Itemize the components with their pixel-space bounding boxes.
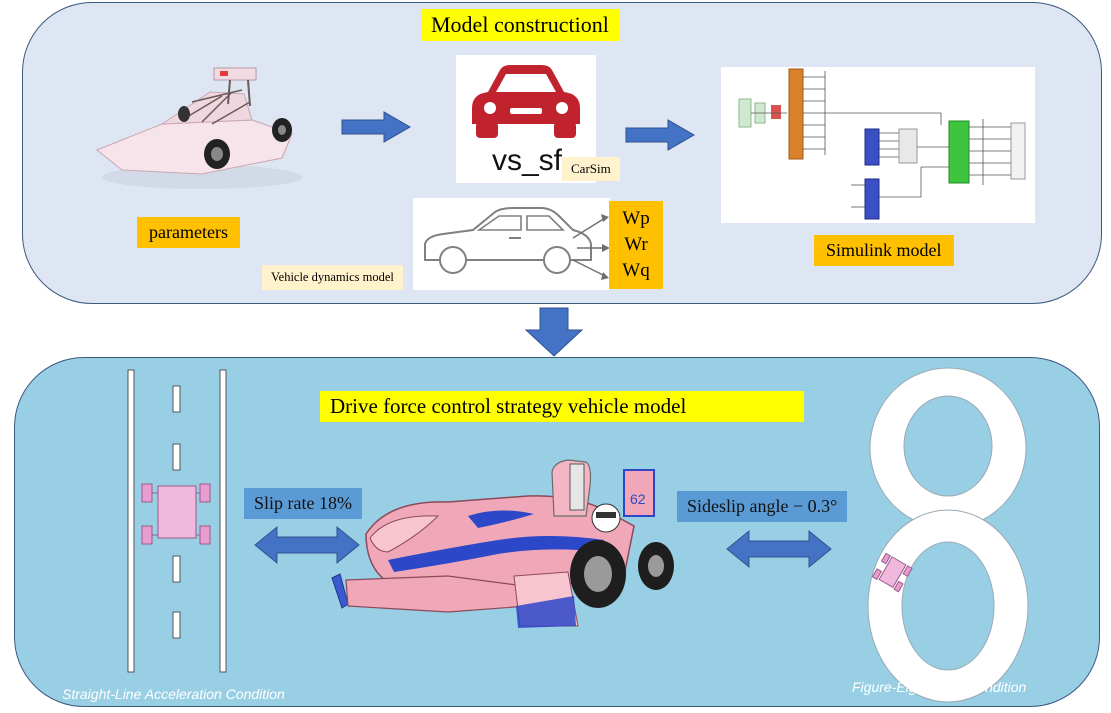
race-car-parameters-image bbox=[96, 67, 302, 189]
arrow-right-icon bbox=[341, 111, 412, 143]
figure-eight-caption: Figure-Eight Loop Condition bbox=[852, 679, 1027, 695]
simulink-diagram bbox=[738, 68, 1026, 220]
straight-line-caption: Straight-Line Acceleration Condition bbox=[62, 686, 285, 702]
output-wq: Wq bbox=[622, 260, 650, 281]
top-view-car-icon bbox=[141, 483, 211, 545]
double-arrow-icon bbox=[254, 525, 360, 565]
double-arrow-icon bbox=[726, 529, 832, 569]
race-car-image: 62 bbox=[331, 459, 674, 628]
parameters-label: parameters bbox=[137, 217, 240, 248]
arrow-down-icon bbox=[524, 307, 584, 357]
car-icon bbox=[472, 65, 580, 138]
slip-rate-label: Slip rate 18% bbox=[244, 488, 362, 519]
figure-eight-track bbox=[867, 367, 1029, 703]
vehicle-dynamics-block bbox=[413, 198, 610, 290]
vehicle-dynamics-label: Vehicle dynamics model bbox=[262, 265, 403, 290]
output-wr: Wr bbox=[624, 234, 648, 255]
arrow-right-icon bbox=[625, 119, 696, 151]
race-car-number: 62 bbox=[630, 491, 646, 507]
outputs-list: Wp Wr Wq bbox=[609, 201, 663, 289]
simulink-model-label: Simulink model bbox=[814, 235, 954, 266]
output-wp: Wp bbox=[622, 208, 650, 229]
sedan-outline-icon bbox=[424, 207, 610, 280]
top-view-car-icon bbox=[871, 552, 913, 593]
drive-force-title: Drive force control strategy vehicle mod… bbox=[320, 391, 804, 422]
carsim-label: CarSim bbox=[562, 157, 620, 181]
sideslip-angle-label: Sideslip angle − 0.3° bbox=[677, 491, 848, 522]
model-construction-title: Model constructionl bbox=[421, 9, 619, 41]
straight-road-diagram bbox=[127, 369, 227, 673]
vs-sf-label: vs_sf bbox=[492, 144, 563, 177]
